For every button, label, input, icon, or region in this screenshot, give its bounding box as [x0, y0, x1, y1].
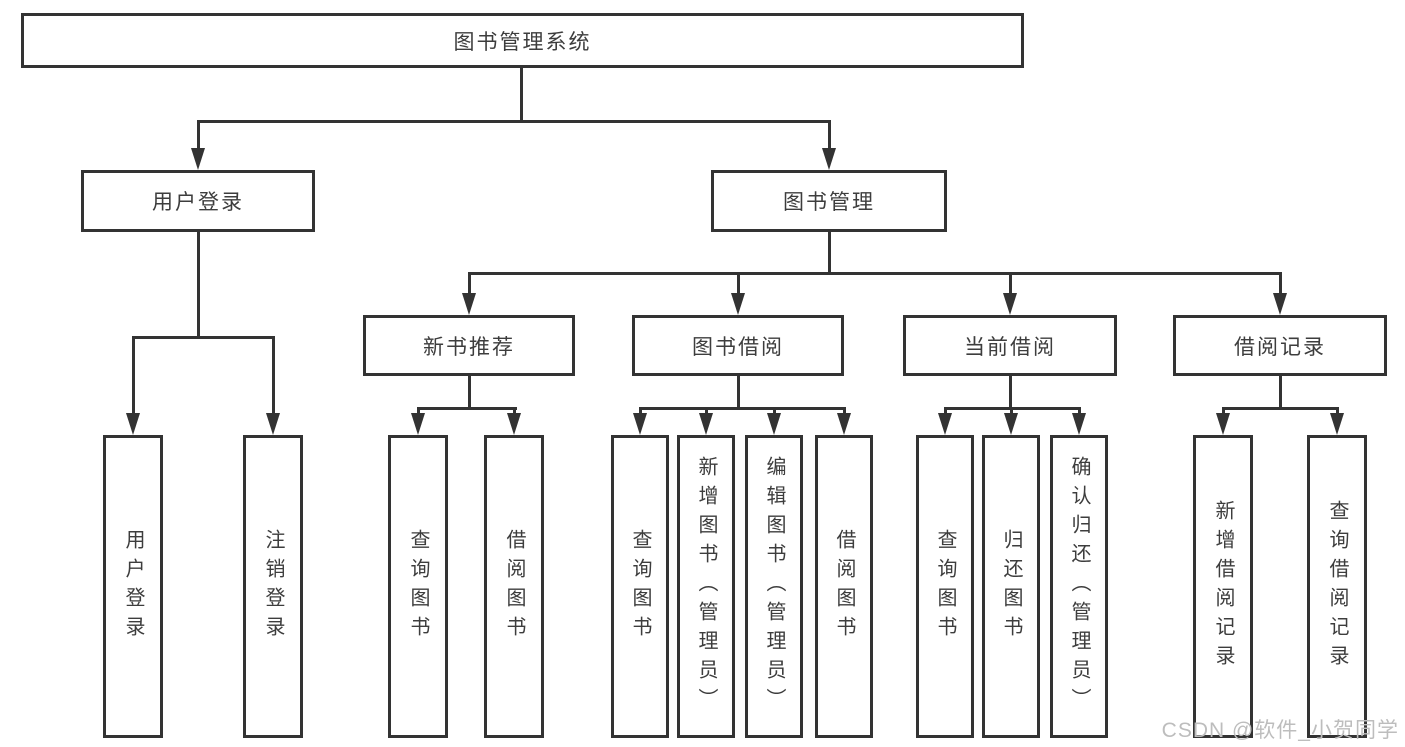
connector-arrow: [126, 413, 140, 435]
connector-arrow: [1004, 413, 1018, 435]
connector-line: [417, 407, 517, 410]
node-label: 借阅图书: [503, 528, 525, 645]
connector-arrow: [822, 148, 836, 170]
node-add-borrow-record: 新增借阅记录: [1193, 435, 1253, 738]
connector-line: [639, 407, 846, 410]
connector-line: [639, 407, 642, 416]
node-query-books-current: 查询图书: [916, 435, 974, 738]
connector-line: [773, 407, 776, 416]
node-book-management: 图书管理: [711, 170, 947, 232]
node-confirm-return-admin: 确认归还（管理员）: [1050, 435, 1108, 738]
connector-arrow: [938, 413, 952, 435]
node-label: 查询图书: [629, 528, 651, 645]
connector-line: [1222, 407, 1225, 416]
connector-line: [417, 407, 420, 416]
node-add-book-admin: 新增图书（管理员）: [677, 435, 735, 738]
connector-arrow: [507, 413, 521, 435]
connector-arrow: [1072, 413, 1086, 435]
node-label: 编辑图书（管理员）: [763, 456, 785, 717]
node-label: 查询图书: [934, 528, 956, 645]
node-label: 用户登录: [122, 528, 144, 645]
node-user-login-action: 用户登录: [103, 435, 163, 738]
connector-line: [705, 407, 708, 416]
node-borrow-books-borrowing: 借阅图书: [815, 435, 873, 738]
connector-arrow: [767, 413, 781, 435]
connector-arrow: [731, 293, 745, 315]
node-borrow-books-recommend: 借阅图书: [484, 435, 544, 738]
connector-line: [1010, 407, 1013, 416]
connector-arrow: [1273, 293, 1287, 315]
connector-line: [1279, 272, 1282, 296]
node-label: 新增借阅记录: [1212, 499, 1234, 674]
node-current-borrowing: 当前借阅: [903, 315, 1117, 376]
connector-line: [1279, 376, 1282, 409]
connector-arrow: [633, 413, 647, 435]
connector-line: [468, 272, 1282, 275]
connector-line: [132, 336, 275, 339]
connector-arrow: [837, 413, 851, 435]
node-edit-book-admin: 编辑图书（管理员）: [745, 435, 803, 738]
node-label: 借阅图书: [833, 528, 855, 645]
connector-arrow: [191, 148, 205, 170]
node-query-books-recommend: 查询图书: [388, 435, 448, 738]
connector-line: [1009, 272, 1012, 296]
connector-line: [197, 232, 200, 339]
connector-line: [132, 336, 135, 416]
node-book-borrowing: 图书借阅: [632, 315, 844, 376]
node-new-book-recommend: 新书推荐: [363, 315, 575, 376]
node-label: 注销登录: [262, 528, 284, 645]
connector-arrow: [462, 293, 476, 315]
connector-line: [197, 120, 200, 152]
connector-arrow: [699, 413, 713, 435]
connector-line: [828, 232, 831, 275]
node-label: 新增图书（管理员）: [695, 456, 717, 717]
csdn-watermark: CSDN @软件_小贺同学: [1161, 719, 1399, 742]
connector-line: [1222, 407, 1339, 410]
node-user-login: 用户登录: [81, 170, 315, 232]
connector-line: [1336, 407, 1339, 416]
node-query-borrow-record: 查询借阅记录: [1307, 435, 1367, 738]
node-root: 图书管理系统: [21, 13, 1024, 68]
connector-line: [944, 407, 947, 416]
node-logout-action: 注销登录: [243, 435, 303, 738]
node-borrowing-records: 借阅记录: [1173, 315, 1387, 376]
connector-line: [737, 272, 740, 296]
connector-line: [843, 407, 846, 416]
connector-line: [272, 336, 275, 416]
node-label: 确认归还（管理员）: [1068, 456, 1090, 717]
connector-line: [828, 120, 831, 152]
node-label: 归还图书: [1000, 528, 1022, 645]
connector-arrow: [1330, 413, 1344, 435]
connector-line: [1078, 407, 1081, 416]
node-label: 查询借阅记录: [1326, 499, 1348, 674]
node-query-books-borrowing: 查询图书: [611, 435, 669, 738]
connector-line: [513, 407, 516, 416]
connector-arrow: [1003, 293, 1017, 315]
node-label: 查询图书: [407, 528, 429, 645]
connector-line: [197, 120, 831, 123]
connector-line: [468, 376, 471, 409]
connector-line: [520, 68, 523, 123]
connector-line: [468, 272, 471, 296]
connector-line: [737, 376, 740, 409]
node-return-books: 归还图书: [982, 435, 1040, 738]
connector-arrow: [266, 413, 280, 435]
connector-arrow: [1216, 413, 1230, 435]
connector-line: [1009, 376, 1012, 409]
connector-arrow: [411, 413, 425, 435]
